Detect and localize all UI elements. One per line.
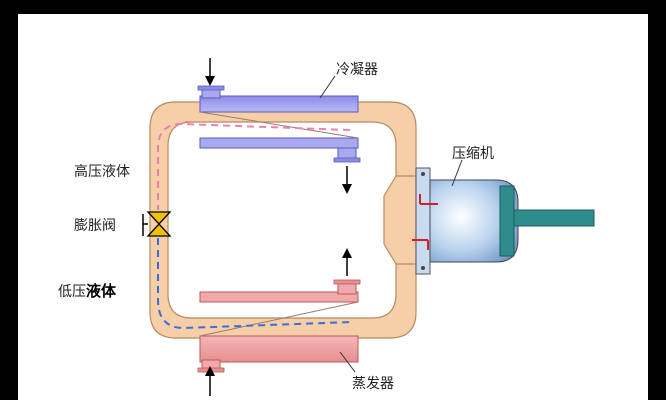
expansion-valve-label: 膨胀阀 [74,217,116,234]
compressor-label: 压缩机 [452,146,494,162]
right-frame-bar [648,0,666,400]
flow-arrow-icon [205,58,215,86]
flow-arrow-icon [205,366,215,396]
high-pressure-flow-line [157,122,351,210]
compressor-manifold [383,175,417,265]
low-pressure-liquid-label: 低压液体 [58,282,117,300]
flow-arrow-icon [342,166,352,194]
compressor [412,167,595,275]
low-pressure-flow-line [157,238,353,330]
evaporator-leader [339,351,356,373]
high-pressure-liquid-label: 高压液体 [74,163,130,180]
low-pressure-prefix: 低压 [58,284,86,300]
valve-icon [142,211,172,237]
condenser-label: 冷凝器 [336,62,378,78]
low-pressure-suffix: 液体 [86,282,117,300]
compressor-leader [451,159,463,187]
flow-arrow-icon [342,248,352,276]
refrigerant-pipe-loop [149,101,417,339]
top-frame-bar [0,0,666,14]
left-frame-bar [0,0,18,400]
evaporator [197,279,361,373]
condenser-leader [319,75,336,99]
evaporator-label: 蒸发器 [352,376,394,392]
condenser [197,85,361,163]
